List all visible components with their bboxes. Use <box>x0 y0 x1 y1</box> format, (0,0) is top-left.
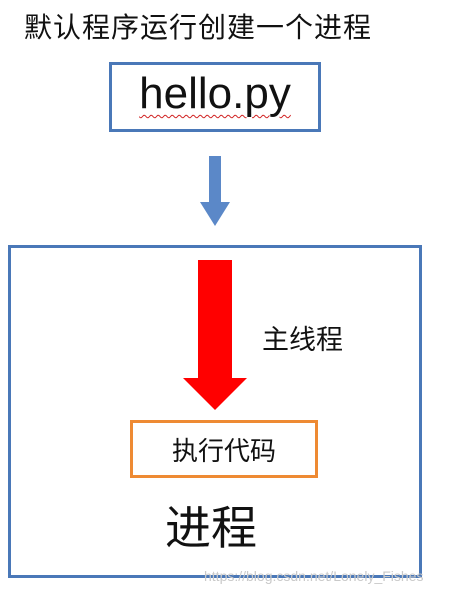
watermark: https://blog.csdn.net/Lonely_Fishes <box>204 568 424 584</box>
main-thread-label: 主线程 <box>262 325 343 356</box>
code-box-label: 执行代码 <box>171 436 276 467</box>
main-thread-arrow-icon <box>183 260 247 410</box>
code-box: 执行代码 <box>130 420 318 478</box>
process-label: 进程 <box>165 501 257 555</box>
diagram-heading: 默认程序运行创建一个进程 <box>24 11 373 44</box>
file-name: hello.py <box>139 69 291 118</box>
file-box: hello.py <box>109 62 321 132</box>
process-box <box>8 245 422 578</box>
down-arrow-icon <box>200 156 230 226</box>
